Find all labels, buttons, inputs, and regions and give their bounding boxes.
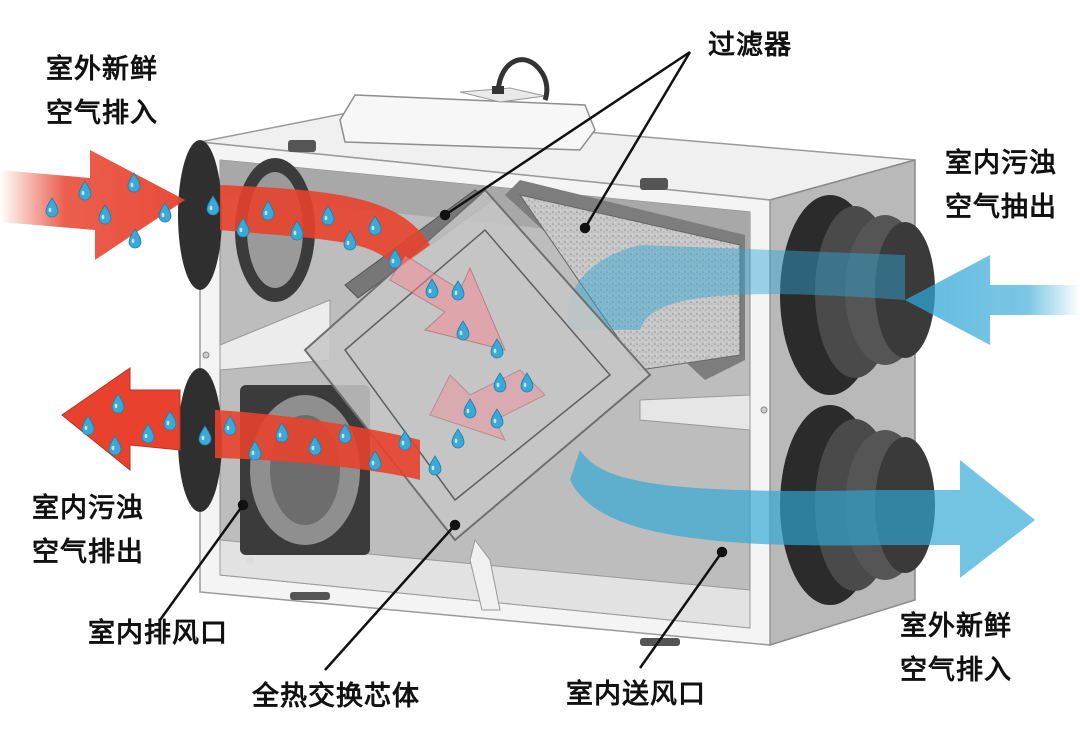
label-outdoor-fresh-air-supply-right: 室外新鲜 空气排入 [900, 605, 1012, 693]
label-indoor-stale-air-exhaust: 室内污浊 空气排出 [32, 487, 144, 575]
label-heat-exchange-core: 全热交换芯体 [252, 675, 420, 719]
cool-airflow [567, 245, 1080, 578]
leader-lines [158, 50, 728, 671]
label-line: 室内排风口 [88, 618, 228, 649]
label-line: 全热交换芯体 [252, 681, 420, 712]
label-line: 室外新鲜 [46, 54, 158, 85]
control-box [339, 57, 596, 151]
label-line: 室外新鲜 [900, 611, 1012, 642]
label-line: 空气排入 [900, 655, 1012, 686]
label-filter: 过滤器 [708, 24, 792, 68]
label-line: 过滤器 [708, 30, 792, 61]
label-indoor-stale-air-extract: 室内污浊 空气抽出 [945, 142, 1057, 230]
label-line: 室内污浊 [945, 148, 1057, 179]
label-line: 室内送风口 [566, 679, 706, 710]
label-indoor-supply-port: 室内送风口 [566, 673, 706, 717]
label-line: 室内污浊 [32, 493, 144, 524]
label-line: 空气排入 [46, 98, 158, 129]
label-indoor-exhaust-port: 室内排风口 [88, 612, 228, 656]
label-line: 空气排出 [32, 537, 144, 568]
exhaust-fan [240, 385, 370, 564]
label-outdoor-fresh-air-in-left: 室外新鲜 空气排入 [46, 48, 158, 136]
label-line: 空气抽出 [945, 192, 1057, 223]
